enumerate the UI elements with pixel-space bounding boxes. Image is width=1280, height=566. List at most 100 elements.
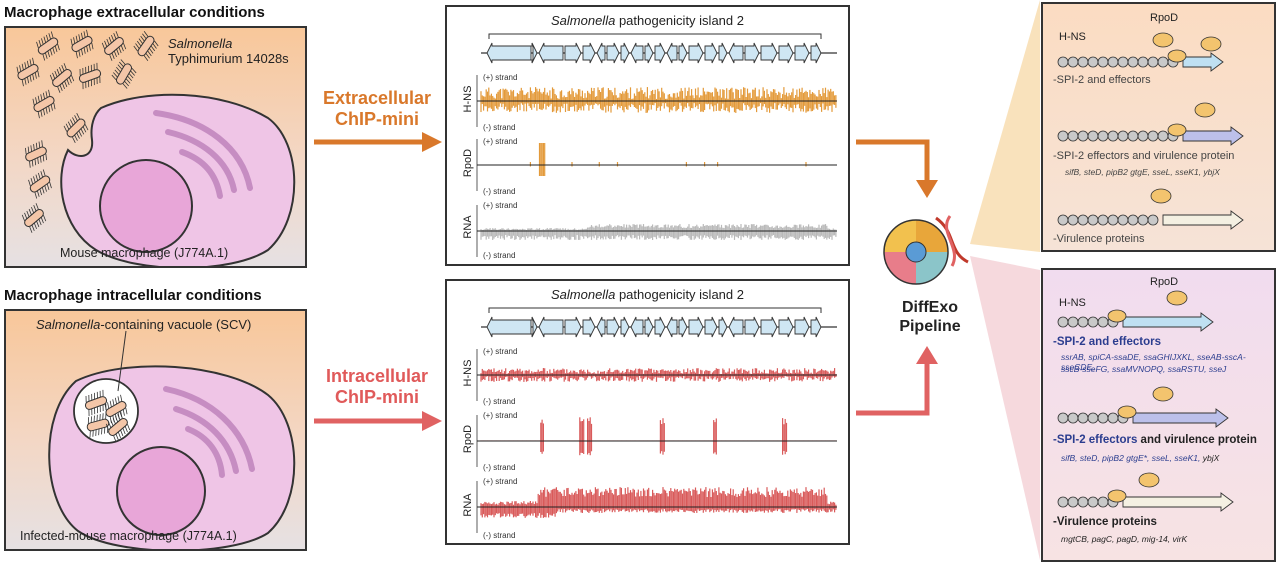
nucleosome-bead bbox=[1097, 56, 1109, 68]
promoter-row-2 bbox=[1057, 405, 1229, 428]
extracellular-result-panel: RpoD H-NS -SPI-2 and effectors -SPI-2 ef… bbox=[1041, 2, 1276, 252]
intracellular-macrophage-illustration bbox=[48, 330, 296, 549]
gene-arrow bbox=[678, 42, 688, 64]
salmonella-bacterium bbox=[21, 203, 47, 233]
promoter-row-1 bbox=[1057, 309, 1214, 332]
gene-arrow bbox=[728, 316, 744, 338]
pipeline-line2: Pipeline bbox=[899, 318, 961, 335]
island-title-rest: pathogenicity island 2 bbox=[615, 13, 744, 28]
nucleosome-bead bbox=[1147, 130, 1159, 142]
extracellular-arrow bbox=[314, 132, 442, 152]
nucleosome-bead bbox=[1087, 496, 1099, 508]
promoter-diagrams-2 bbox=[1057, 290, 1234, 512]
rna-minus-label: (-) strand bbox=[483, 251, 516, 260]
nucleosome-bead bbox=[1107, 130, 1119, 142]
connector-fans bbox=[970, 0, 1040, 560]
nucleosome-bead bbox=[1137, 214, 1149, 226]
row1-label: -SPI-2 and effectors bbox=[1053, 74, 1151, 86]
nucleosome-bead bbox=[1077, 496, 1089, 508]
gene-arrow bbox=[704, 316, 718, 338]
salmonella-bacterium bbox=[49, 63, 75, 93]
scv-text: -containing vacuole (SCV) bbox=[100, 317, 252, 332]
nucleosome-bead bbox=[1157, 56, 1169, 68]
salmonella-bacterium bbox=[70, 29, 94, 59]
nucleosome-bead bbox=[1077, 412, 1089, 424]
pipeline-line1: DiffExo bbox=[902, 299, 958, 316]
rpod-signal bbox=[480, 417, 837, 456]
rna-signal bbox=[480, 487, 837, 518]
rna-plus-label: (+) strand bbox=[483, 201, 518, 210]
row3-label-2: -Virulence proteins bbox=[1053, 516, 1157, 528]
nucleosome-bead bbox=[1157, 130, 1169, 142]
salmonella-bacterium bbox=[25, 140, 47, 168]
gene-arrow bbox=[666, 316, 678, 338]
promoter-row-3 bbox=[1057, 210, 1244, 230]
rpod-label: RpoD bbox=[1150, 12, 1179, 24]
gene-arrow bbox=[644, 316, 654, 338]
row1-label-2: -SPI-2 and effectors bbox=[1053, 336, 1161, 348]
hns-label-2: H-NS bbox=[1059, 297, 1086, 309]
promoter-row-1 bbox=[1057, 49, 1224, 72]
rpod-bound bbox=[1107, 309, 1127, 323]
nucleosome-bead bbox=[1107, 412, 1119, 424]
gene-arrow bbox=[778, 42, 794, 64]
rpod-free bbox=[1166, 290, 1188, 306]
gene-arrow bbox=[810, 316, 822, 338]
gene-arrow bbox=[1162, 210, 1244, 230]
island-title-2: Salmonella pathogenicity island 2 bbox=[447, 287, 848, 302]
rpod-label-2: RpoD bbox=[1150, 276, 1179, 288]
gene-arrow bbox=[606, 316, 620, 338]
salmonella-bacterium bbox=[32, 89, 56, 119]
nucleosome-bead bbox=[1097, 316, 1109, 328]
nucleosome-bead bbox=[1077, 214, 1089, 226]
row2-genes: sifB, steD, pipB2 gtgE, sseL, sseK1, ybj… bbox=[1065, 167, 1220, 177]
gene-arrow bbox=[620, 42, 630, 64]
gene-arrow bbox=[538, 42, 564, 64]
nucleosome-bead bbox=[1137, 130, 1149, 142]
rna-signal bbox=[480, 224, 837, 240]
rna-track-label-2: RNA bbox=[462, 493, 474, 517]
gene-arrow bbox=[1182, 52, 1224, 72]
nucleosome-bead bbox=[1087, 56, 1099, 68]
nucleosome-bead bbox=[1097, 214, 1109, 226]
nucleosome-bead bbox=[1067, 412, 1079, 424]
gene-arrow bbox=[778, 316, 794, 338]
nucleosome-bead bbox=[1117, 130, 1129, 142]
rpod-minus-label: (-) strand bbox=[483, 187, 516, 196]
salmonella-bacterium bbox=[78, 62, 102, 90]
salmonella-bacterium bbox=[105, 412, 131, 442]
top-condition-title: Macrophage extracellular conditions bbox=[4, 4, 265, 21]
gene-arrow bbox=[564, 42, 582, 64]
intracellular-caption: Infected-mouse macrophage (J774A.1) bbox=[20, 529, 237, 543]
rpod-signal bbox=[480, 143, 837, 176]
gene-arrow bbox=[794, 316, 810, 338]
salmonella-bacterium bbox=[133, 31, 159, 61]
gene-arrow bbox=[644, 42, 654, 64]
gene-arrow bbox=[666, 42, 678, 64]
nucleosome-bead bbox=[1107, 56, 1119, 68]
nucleosome-bead bbox=[1067, 316, 1079, 328]
intracellular-chip-label: Intracellular ChIP-mini bbox=[312, 366, 442, 408]
row2-genes-2: sifB, steD, pipB2 gtgE*, sseL, sseK1, yb… bbox=[1061, 453, 1219, 463]
gene-arrow bbox=[486, 42, 532, 64]
rpod-bound bbox=[1117, 405, 1137, 419]
gene-arrow bbox=[810, 42, 822, 64]
track-plots-2 bbox=[476, 349, 837, 533]
row2-genes-black: ybjX bbox=[1200, 453, 1220, 463]
gene-arrow bbox=[1132, 408, 1229, 428]
gene-arrow bbox=[688, 316, 704, 338]
diffexo-logo-icon bbox=[883, 215, 969, 285]
gene-arrow bbox=[531, 316, 538, 338]
rpod-free bbox=[1150, 188, 1172, 204]
nucleosome-bead bbox=[1067, 56, 1079, 68]
track-plots bbox=[476, 75, 837, 257]
intracellular-tracks-panel: Salmonella pathogenicity island 2 (+) st… bbox=[445, 279, 850, 545]
gene-arrow bbox=[744, 316, 760, 338]
salmonella-bacterium bbox=[104, 394, 128, 424]
gene-arrow bbox=[794, 42, 810, 64]
nucleosome-bead bbox=[1107, 214, 1119, 226]
nucleosome-bead bbox=[1087, 214, 1099, 226]
nucleosome-bead bbox=[1087, 412, 1099, 424]
salmonella-bacterium bbox=[111, 59, 137, 89]
salmonella-bacterium bbox=[28, 169, 52, 199]
